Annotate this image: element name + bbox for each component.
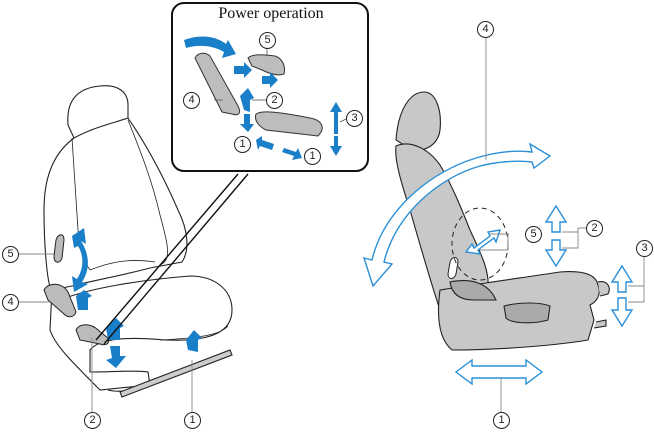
inset-pointer [95, 173, 249, 345]
slide-arrow [454, 358, 544, 386]
left-arrow-up-1 [186, 330, 202, 352]
left-seat [43, 85, 233, 398]
left-leaders [18, 253, 193, 412]
callout-left-1: 1 [184, 412, 201, 429]
right-arrow-down-2 [544, 239, 568, 268]
callout-left-5: 5 [2, 246, 19, 263]
inset-arrows [184, 36, 342, 160]
recline-arc-arrow [362, 142, 552, 288]
left-rail [119, 349, 233, 398]
callout-right-2: 2 [586, 220, 603, 237]
callout-right-5: 5 [525, 226, 542, 243]
left-backrest [43, 117, 188, 291]
right-seat [395, 91, 610, 351]
inset-backrest-switch [194, 52, 241, 116]
callout-right-4: 4 [477, 21, 494, 38]
left-arrows [72, 228, 202, 368]
right-arrow-down-3 [610, 297, 634, 328]
lumbar-arrow [464, 229, 502, 255]
callout-inset-4: 4 [183, 92, 200, 109]
callout-inset-2: 2 [266, 92, 283, 109]
right-headrest [395, 91, 441, 151]
inset-title: Power operation [218, 5, 324, 22]
inset-lumbar-switch [247, 54, 285, 76]
left-headrest [67, 85, 129, 139]
right-arrows [362, 142, 634, 386]
left-lever-5 [53, 234, 65, 263]
callout-inset-1a: 1 [234, 136, 251, 153]
callout-right-1: 1 [493, 412, 510, 429]
inset-cushion-switch [255, 111, 323, 137]
recline-curved-arrow [72, 228, 88, 292]
left-arrow-down-2 [106, 346, 126, 368]
callout-left-2: 2 [84, 412, 101, 429]
left-lever-4 [43, 283, 77, 318]
callout-inset-3: 3 [346, 110, 363, 127]
right-arrow-up-2 [544, 204, 568, 233]
left-arrow-up-2 [106, 318, 124, 340]
left-arrow-up-4 [76, 290, 92, 310]
right-lever-5 [447, 257, 459, 279]
callout-inset-5: 5 [259, 32, 276, 49]
callout-right-3: 3 [636, 240, 653, 257]
callout-left-4: 4 [2, 294, 19, 311]
callout-inset-1b: 1 [304, 148, 321, 165]
inset-parts [194, 52, 323, 137]
right-arrow-up-3 [610, 264, 634, 293]
right-leaders [480, 36, 645, 412]
left-cushion [59, 275, 233, 392]
